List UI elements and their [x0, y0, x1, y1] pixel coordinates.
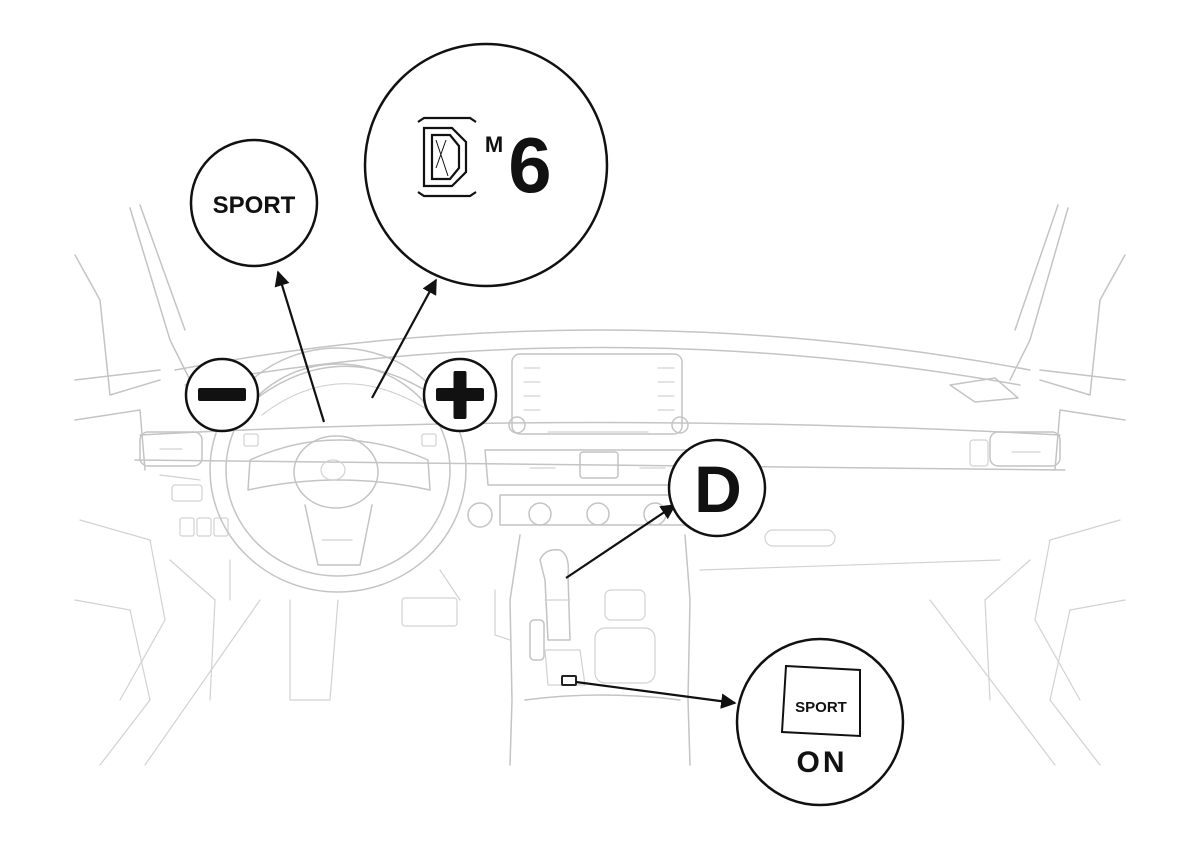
minus-icon — [198, 388, 246, 401]
gear-display-callout: M 6 — [363, 42, 609, 288]
sport-indicator-label: SPORT — [213, 192, 296, 219]
gear-display-number: 6 — [508, 121, 551, 209]
sport-button-state: ON — [797, 746, 848, 779]
sport-button-label: SPORT — [795, 699, 847, 716]
arrow-to-sport-button — [575, 680, 737, 709]
shift-position-callout: D — [667, 438, 767, 538]
gear-display-mode-letter: M — [485, 132, 503, 157]
sport-button-callout: SPORT ON — [735, 637, 905, 807]
arrow-to-shift-position — [565, 504, 677, 579]
interior-line-art — [74, 204, 1126, 766]
sport-indicator-callout: SPORT — [189, 138, 319, 268]
gear-d-segment-icon — [417, 116, 477, 198]
arrow-to-gear-display — [371, 278, 437, 399]
shift-position-label: D — [694, 452, 742, 526]
arrow-to-sport-indicator — [274, 270, 326, 423]
paddle-minus-callout — [184, 357, 260, 433]
callout-arrows — [274, 270, 737, 709]
sport-button-icon — [780, 664, 861, 738]
plus-icon — [436, 371, 484, 419]
paddle-plus-callout — [422, 357, 498, 433]
